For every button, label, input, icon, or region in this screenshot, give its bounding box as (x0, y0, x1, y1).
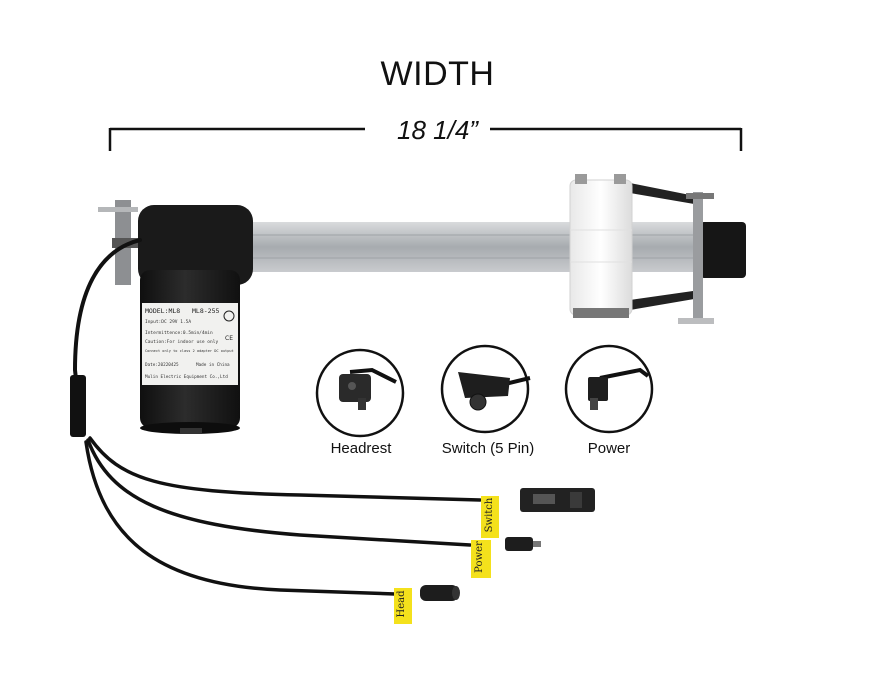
front-bracket (630, 183, 714, 324)
width-heading: WIDTH (380, 55, 495, 93)
head-plug (420, 585, 460, 601)
end-cap (700, 222, 746, 278)
actuator-tube (245, 222, 725, 272)
callout-label-headrest: Headrest (330, 440, 392, 457)
white-bracket (569, 174, 633, 318)
label-made: Made in China (196, 362, 230, 368)
cable-harness (70, 238, 482, 596)
power-connector-icon (588, 367, 650, 410)
switch-plug (520, 488, 595, 512)
switch-connector-icon (458, 372, 531, 411)
cable-tag-head: Head (394, 588, 412, 624)
cable-tag-power: Power (471, 540, 491, 578)
label-model-left: MODEL:ML8 (145, 307, 180, 315)
dimension-line (108, 127, 743, 151)
callout-power (564, 344, 654, 434)
svg-text:Head: Head (396, 590, 407, 618)
label-connect: Connect only to class 2 adapter DC outpu… (145, 349, 234, 353)
callout-label-power: Power (587, 440, 631, 457)
svg-text:Power: Power (474, 541, 485, 573)
cable-tag-switch: Switch (481, 496, 499, 538)
ce-mark-icon: CE (225, 335, 233, 342)
label-date: Date:20220425 (145, 362, 179, 368)
callout-label-switch: Switch (5 Pin) (441, 440, 535, 457)
label-company: Mulin Electric Equipment Co.,Ltd (145, 374, 228, 380)
label-intermittence: Intermittence:0.5min/4min (145, 330, 213, 336)
dimension-label: 18 1/4” (397, 115, 478, 145)
callout-headrest (315, 348, 405, 438)
callout-switch (440, 344, 531, 434)
power-plug (505, 537, 541, 551)
svg-text:Switch: Switch (484, 497, 495, 532)
motor-label-plate: MODEL:ML8 ML8-255 Input:DC 29V 1.5A Inte… (142, 303, 238, 385)
label-caution: Caution:For indoor use only (145, 339, 218, 345)
headrest-connector-icon (339, 367, 397, 410)
label-model-right: ML8-255 (192, 307, 219, 315)
label-input: Input:DC 29V 1.5A (145, 319, 191, 325)
